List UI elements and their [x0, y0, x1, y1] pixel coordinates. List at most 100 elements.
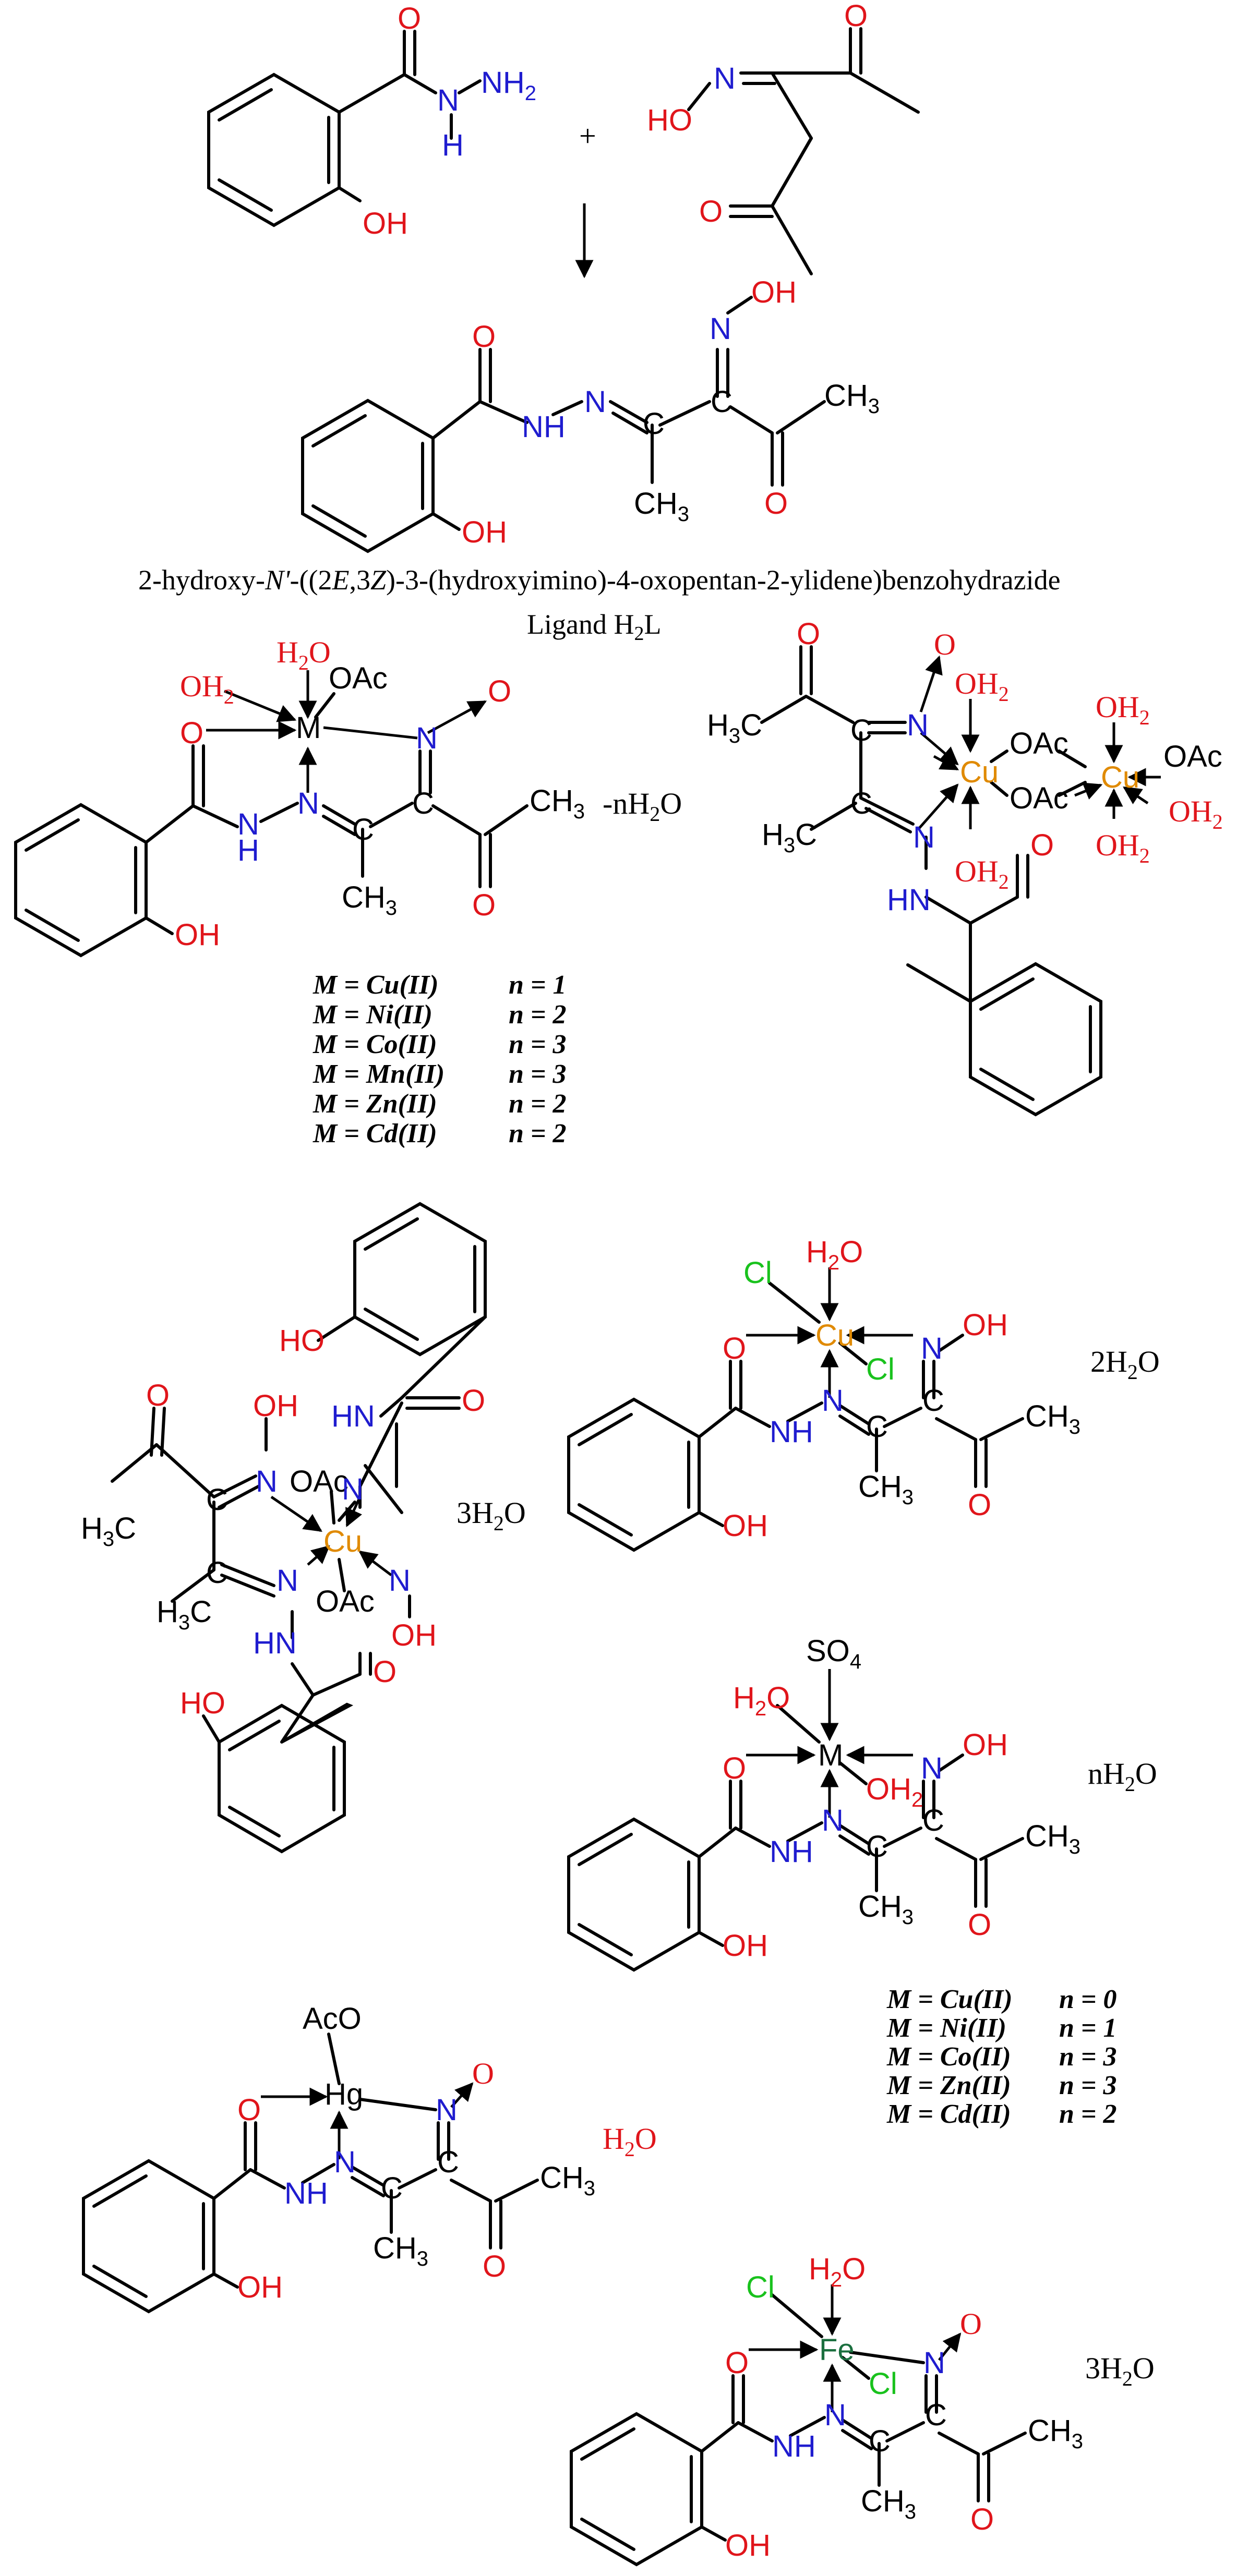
c3-c-b: C	[206, 1556, 228, 1590]
c6-phenol-oh: OH	[237, 2270, 283, 2304]
ligand-iupac-name: 2-hydroxy-N'-((2E,3Z)-3-(hydroxyimino)-4…	[138, 564, 1061, 596]
c3-ho-top: HO	[279, 1324, 325, 1358]
c5-oxime-oh: OH	[963, 1728, 1008, 1762]
complex-cu-chloride: H2O Cl Cu Cl N OH O NH N C C O CH3 CH3 O…	[567, 1235, 1080, 1552]
t1-m-4: M = Zn(II)	[313, 1089, 437, 1119]
two-h2o-c4: 2H2O	[1090, 1345, 1160, 1384]
c7-nh: NH	[772, 2429, 816, 2463]
t1-n-4: n = 2	[509, 1089, 567, 1119]
c3-n-left: N	[256, 1465, 278, 1498]
c2-h3c: H3C	[707, 708, 762, 747]
c3-ketone-o: O	[146, 1378, 170, 1412]
c2-oac-3: OAc	[1163, 740, 1222, 773]
c5-carbonyl-o: O	[723, 1751, 746, 1785]
h-label: H	[442, 128, 464, 162]
c3-n-imine: N	[277, 1564, 298, 1598]
c2-hn: HN	[887, 883, 931, 917]
c2-oac-1: OAc	[1010, 727, 1068, 760]
c4-c-a: C	[866, 1410, 888, 1444]
c2-oxide-o: O	[934, 627, 956, 661]
lig-oxime-oh: OH	[751, 275, 797, 309]
c1-oxide-o: O	[488, 674, 511, 708]
c3-amide-o-bottom: O	[373, 1655, 397, 1689]
c7-cl-right: Cl	[869, 2367, 897, 2401]
three-h2o-c7: 3H2O	[1085, 2351, 1155, 2390]
c1-ch3-bottom: CH3	[342, 880, 397, 920]
c2-amide-o: O	[1030, 828, 1054, 862]
t1-m-1: M = Ni(II)	[313, 1000, 433, 1030]
c1-n-oxime: N	[416, 721, 438, 755]
c5-h2o-left: H2O	[733, 1681, 790, 1720]
c4-cl-top: Cl	[743, 1256, 772, 1290]
oxime-n: N	[714, 62, 736, 95]
c7-cl-top: Cl	[746, 2270, 775, 2304]
c4-n-imine: N	[822, 1384, 844, 1418]
c5-c-b: C	[922, 1804, 944, 1837]
c1-n-imine: N	[297, 787, 319, 820]
c1-c-a: C	[352, 813, 374, 846]
c4-cl-right: Cl	[866, 1352, 895, 1386]
metal-table-1: M = Cu(II) n = 1 M = Ni(II) n = 2 M = Co…	[313, 970, 567, 1148]
c3-cu: Cu	[323, 1525, 362, 1558]
c4-ketone-o: O	[968, 1488, 991, 1522]
c1-metal-m: M	[296, 711, 321, 745]
c3-n-pyr: N	[389, 1564, 411, 1598]
c6-ch3-bottom: CH3	[373, 2231, 428, 2270]
c7-h2o: H2O	[809, 2252, 866, 2291]
t2-m-2: M = Co(II)	[886, 2042, 1011, 2072]
c7-ch3-bottom: CH3	[861, 2484, 916, 2523]
c7-ketone-o: O	[970, 2502, 994, 2536]
c3-c-a: C	[206, 1483, 228, 1517]
t1-m-0: M = Cu(II)	[313, 970, 439, 1000]
c1-ch3-right: CH3	[530, 784, 585, 823]
c6-ch3-right: CH3	[540, 2161, 595, 2200]
lig-phenol-oh: OH	[462, 515, 507, 549]
c5-c-a: C	[866, 1830, 888, 1864]
c5-ketone-o: O	[968, 1908, 991, 1942]
oxime-ho: HO	[647, 103, 692, 137]
c5-oh2: OH2	[866, 1772, 923, 1811]
c7-n-imine: N	[824, 2398, 846, 2432]
lig-carbonyl-o: O	[472, 320, 496, 354]
t1-m-5: M = Cd(II)	[313, 1119, 437, 1148]
t2-n-4: n = 2	[1059, 2099, 1117, 2129]
ketone-o-bottom: O	[699, 195, 723, 228]
ligand-label: Ligand H2L	[527, 609, 661, 645]
lig-c1: C	[643, 407, 665, 441]
lig-oxime-n: N	[710, 312, 731, 346]
c4-ch3-right: CH3	[1025, 1399, 1080, 1438]
complex-fe: H2O Cl Fe Cl N O O NH N C C O CH3 CH3 OH	[570, 2252, 1083, 2567]
c5-metal-m: M	[818, 1738, 843, 1772]
c4-carbonyl-o: O	[723, 1332, 746, 1365]
oxime-diketone: O N HO O	[647, 0, 920, 275]
c7-c-a: C	[869, 2424, 891, 2458]
ligand-structure: O NH N C C N OH O CH3 CH3 OH	[301, 275, 880, 553]
minus-nh2o: -nH2O	[603, 787, 682, 826]
c1-coord-o: O	[180, 716, 203, 750]
t1-n-2: n = 3	[509, 1030, 567, 1059]
c6-nh: NH	[284, 2176, 328, 2210]
c2-cu1: Cu	[960, 755, 999, 789]
c5-phenol-oh: OH	[723, 1929, 768, 1963]
c4-h2o: H2O	[806, 1235, 863, 1274]
c4-ch3-bottom: CH3	[858, 1470, 914, 1509]
plus-sign: +	[579, 119, 596, 153]
c3-hn-top: HN	[331, 1399, 375, 1433]
c4-oxime-oh: OH	[963, 1308, 1008, 1342]
c5-ch3-right: CH3	[1025, 1819, 1080, 1858]
c6-oxide-o: O	[472, 2057, 494, 2090]
c2-c-a: C	[850, 713, 872, 747]
c6-ketone-o: O	[483, 2250, 506, 2283]
c3-oh-pyr: OH	[391, 1618, 437, 1652]
metal-table-2: M = Cu(II) n = 0 M = Ni(II) n = 1 M = Co…	[886, 1985, 1117, 2129]
nh2o-c5: nH2O	[1088, 1757, 1157, 1796]
c7-ch3-right: CH3	[1028, 2414, 1083, 2453]
lig-ch3-bottom: CH3	[634, 487, 689, 526]
c5-so4: SO4	[806, 1634, 861, 1673]
c1-nh-h: H	[237, 833, 259, 867]
c4-phenol-oh: OH	[723, 1509, 768, 1543]
c3-amide-o-top: O	[462, 1384, 485, 1418]
c2-oh2-cu2-right: OH2	[1169, 794, 1223, 833]
c7-carbonyl-o: O	[725, 2346, 749, 2380]
